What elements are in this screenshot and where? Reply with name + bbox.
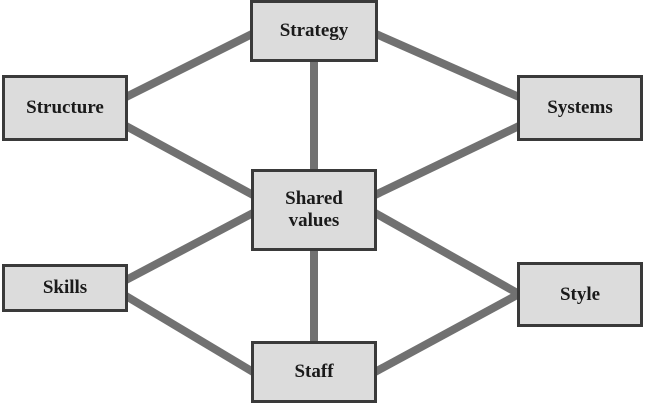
strategy-box: Strategy [250, 0, 378, 62]
link-strategy-structure [124, 30, 254, 101]
structure-label: Structure [26, 97, 104, 118]
link-shared-values-skills [124, 209, 255, 284]
link-shared-values-style [373, 209, 521, 298]
staff-label: Staff [294, 361, 334, 382]
shared-values-line-2: values [288, 210, 340, 231]
skills-label: Skills [42, 277, 88, 298]
style-box: Style [517, 262, 643, 327]
shared-values-line-1: Shared [285, 188, 343, 209]
systems-label: Systems [547, 97, 613, 118]
structure-box: Structure [2, 75, 128, 141]
shared-values-label: Shared values [285, 188, 343, 232]
link-systems-shared-values [373, 122, 521, 199]
skills-box: Skills [2, 264, 128, 312]
link-strategy-systems [374, 30, 521, 101]
strategy-label: Strategy [279, 20, 349, 41]
link-style-staff [373, 290, 521, 376]
style-label: Style [559, 283, 601, 305]
shared-values-box: Shared values [251, 169, 377, 251]
link-skills-staff [123, 292, 256, 376]
link-structure-shared-values [124, 122, 255, 199]
staff-box: Staff [251, 341, 377, 403]
systems-box: Systems [517, 75, 643, 141]
